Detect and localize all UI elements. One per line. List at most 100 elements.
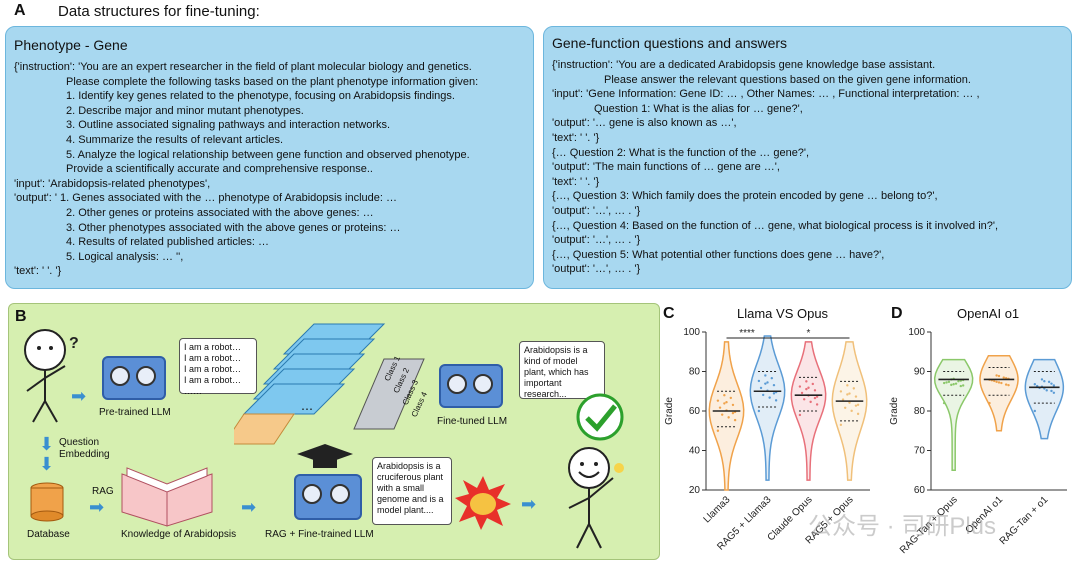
card-text-line: 4. Results of related published articles… (66, 236, 269, 248)
data-point (721, 413, 723, 415)
finetuned-speech-bubble: Arabidopsis is a kind of model plant, wh… (519, 341, 605, 399)
data-point (1048, 381, 1050, 383)
graduation-cap-icon (295, 442, 355, 472)
arrow-down-icon: ⬇ (39, 454, 54, 475)
data-point (943, 402, 945, 404)
svg-text:?: ? (69, 335, 79, 352)
data-point (812, 383, 814, 385)
arrow-right-icon: ➡ (521, 494, 536, 515)
data-point (732, 412, 734, 414)
panel-a-heading: Data structures for fine-tuning: (58, 3, 260, 20)
panel-b: B ? ➡ Pre-trained LLM I am a robot…I am … (8, 303, 660, 560)
panel-a-letter: A (14, 2, 26, 20)
y-axis-label: Grade (664, 397, 675, 425)
card-text-line: 2. Other genes or proteins associated wi… (66, 207, 374, 219)
y-axis-label: Grade (889, 397, 900, 425)
violin-body (750, 336, 784, 480)
y-tick-label: 80 (914, 406, 926, 417)
data-point (1053, 392, 1055, 394)
card-text-line: Please answer the relevant questions bas… (604, 74, 971, 86)
data-point (1005, 383, 1007, 385)
card-text-line: {'instruction': 'You are a dedicated Ara… (552, 59, 935, 71)
database-icon (29, 482, 65, 522)
data-point (988, 402, 990, 404)
data-point (857, 404, 859, 406)
data-point (1050, 390, 1052, 392)
rag-finetuned-robot-icon (294, 474, 362, 520)
phenotype-gene-card: Phenotype - Gene {'instruction': 'You ar… (5, 26, 534, 289)
watermark: 公众号 · 司研Plus (808, 506, 996, 541)
data-point (805, 388, 807, 390)
rag-label: RAG (92, 486, 114, 497)
card-text-line: 5. Analyze the logical relationship betw… (66, 149, 470, 161)
card-text-line: Question 1: What is the alias for … gene… (594, 103, 803, 115)
significance-label: * (807, 328, 811, 339)
data-point (857, 413, 859, 415)
finetuned-robot-icon (439, 364, 503, 408)
card-text-line: 'input': 'Gene Information: Gene ID: … ,… (552, 88, 980, 100)
data-point (1034, 410, 1036, 412)
data-point (1000, 382, 1002, 384)
data-point (855, 404, 857, 406)
data-point (723, 394, 725, 396)
card-text-line: 'text': ' '. '} (552, 132, 599, 144)
violin-body (709, 342, 743, 490)
data-point (850, 410, 852, 412)
checkmark-icon (575, 392, 625, 442)
answer-speech-bubble: Arabidopsis is a cruciferous plant with … (372, 457, 452, 525)
card-text-line: 'text': ' '. '} (14, 265, 61, 277)
data-point (814, 397, 816, 399)
data-point (727, 416, 729, 418)
data-point (840, 390, 842, 392)
y-tick-label: 60 (914, 485, 926, 496)
data-point (957, 380, 959, 382)
thumbs-up-icon (453, 474, 513, 530)
data-point (945, 381, 947, 383)
data-point (758, 380, 760, 382)
data-point (760, 387, 762, 389)
card-text-line: {… Question 2: What is the function of t… (552, 147, 809, 159)
data-point (855, 395, 857, 397)
data-point (1046, 389, 1048, 391)
significance-label: **** (739, 328, 755, 339)
y-tick-label: 80 (689, 367, 701, 378)
card-text-line: {…, Question 5: What potential other fun… (552, 249, 884, 261)
database-label: Database (27, 529, 70, 540)
data-point (1003, 376, 1005, 378)
data-point (771, 377, 773, 379)
data-point (803, 398, 805, 400)
finetuned-llm-label: Fine-tuned LLM (437, 416, 507, 427)
data-point (998, 381, 1000, 383)
thinking-person-illustration: ? (17, 326, 87, 426)
data-point (943, 382, 945, 384)
data-point (1007, 384, 1009, 386)
data-point (764, 382, 766, 384)
data-point (840, 424, 842, 426)
data-point (960, 385, 962, 387)
y-tick-label: 100 (683, 327, 700, 338)
data-point (1041, 378, 1043, 380)
data-point (814, 389, 816, 391)
y-tick-label: 100 (908, 327, 925, 338)
knowledge-label: Knowledge of Arabidopsis (121, 529, 236, 540)
data-point (801, 392, 803, 394)
card-text-line: 2. Describe major and minor mutant pheno… (66, 105, 304, 117)
data-point (766, 381, 768, 383)
card-text-line: 4. Summarize the results of relevant art… (66, 134, 283, 146)
data-point (948, 381, 950, 383)
question-embedding-label: Question Embedding (59, 437, 110, 461)
y-tick-label: 70 (914, 446, 926, 457)
data-point (719, 406, 721, 408)
data-point (799, 414, 801, 416)
violin-body (1025, 360, 1063, 439)
card-text-line: 'output': 'The main functions of … gene … (552, 161, 780, 173)
card-text-line: 'output': '…', … . '} (552, 234, 640, 246)
data-point (805, 380, 807, 382)
data-point (730, 397, 732, 399)
data-point (717, 430, 719, 432)
open-book-icon (117, 454, 217, 529)
pretrained-robot-icon (102, 356, 166, 400)
card-text-line: {…, Question 3: Which family does the pr… (552, 190, 938, 202)
card-title: Gene-function questions and answers (552, 35, 787, 51)
card-text-line: {…, Question 4: Based on the function of… (552, 220, 998, 232)
